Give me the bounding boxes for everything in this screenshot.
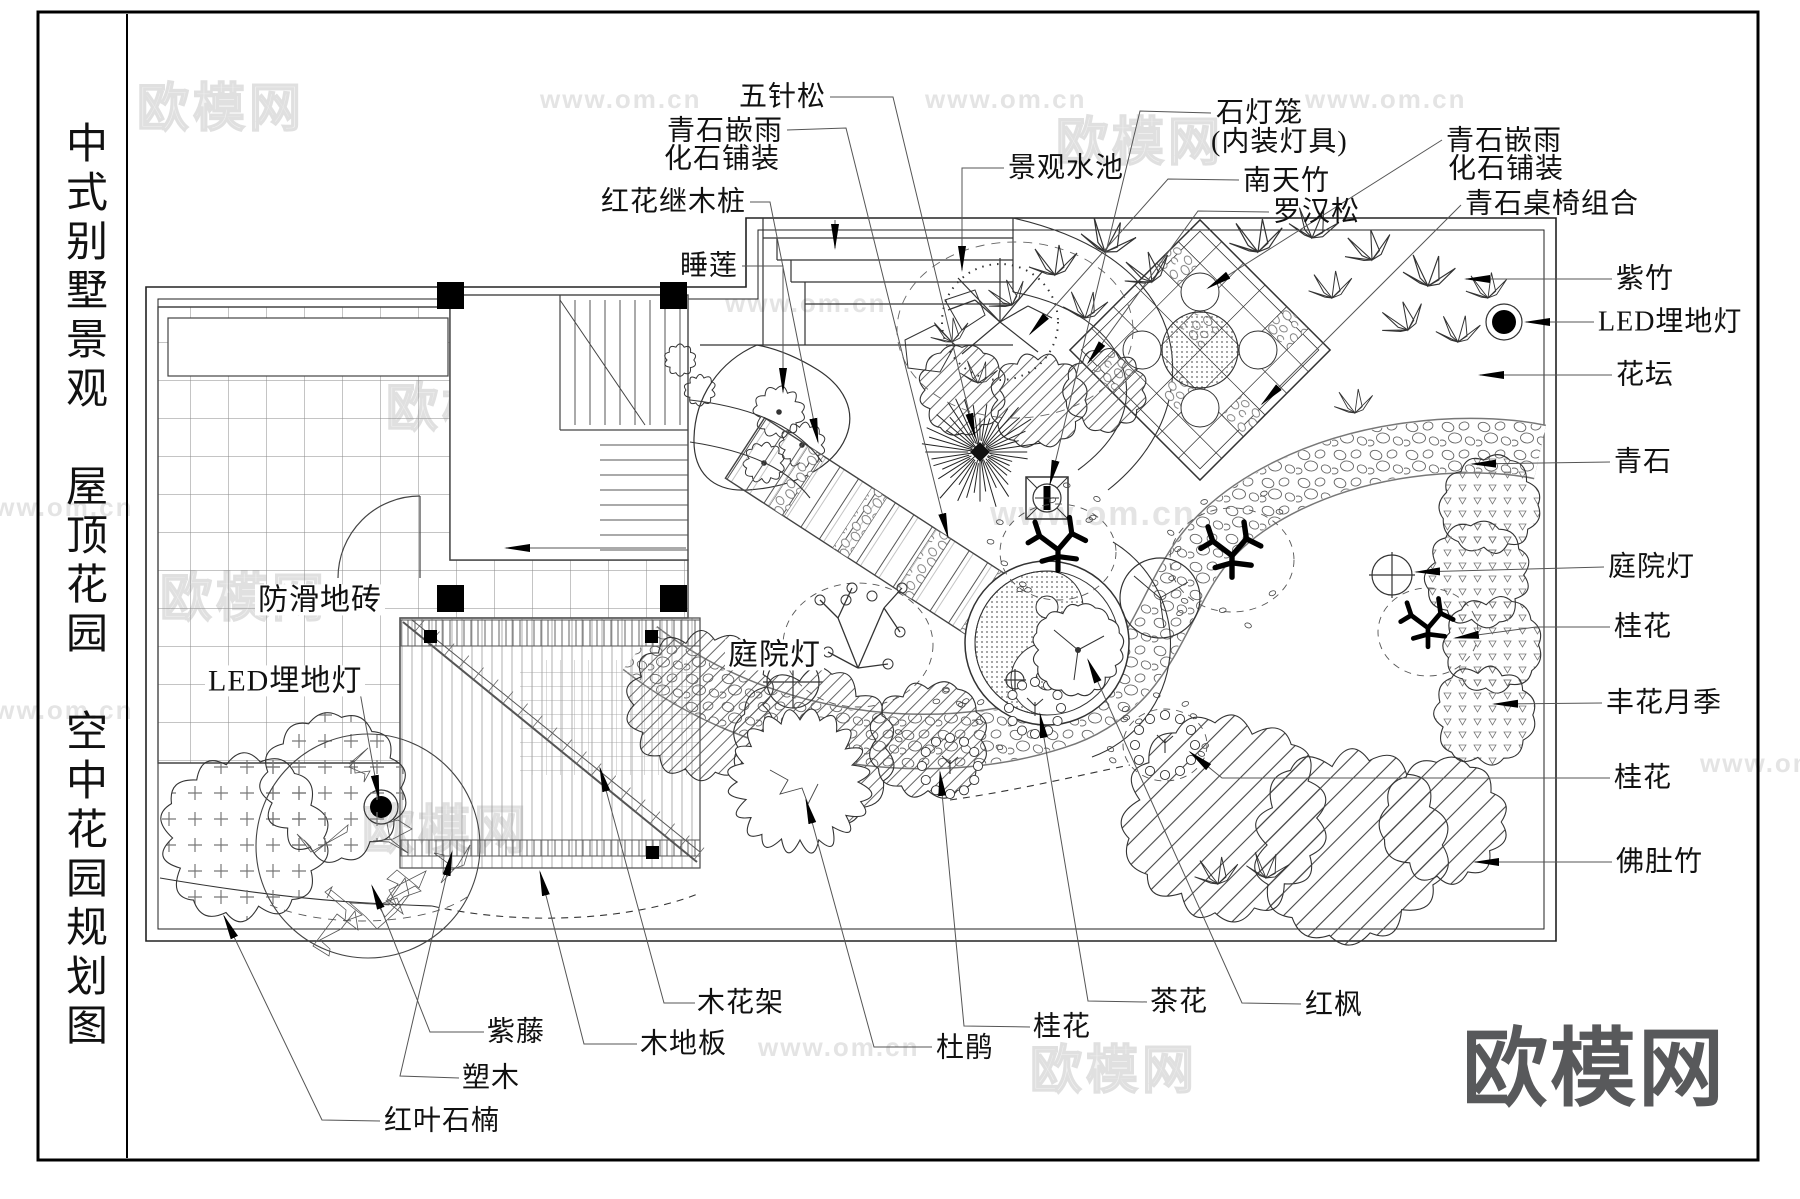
watermark-logo: 欧模网 (1055, 113, 1225, 173)
pergola-posts (424, 630, 659, 859)
misc-details (664, 343, 716, 407)
watermark-url: www.om.cn (0, 695, 134, 725)
stone-table (1161, 311, 1239, 389)
stone-lantern (1025, 476, 1069, 520)
staircase (574, 300, 688, 551)
watermark-logo: 欧模网 (136, 79, 306, 139)
leader-lines (223, 96, 1612, 1122)
watermark-url: www.om.cn (1700, 748, 1800, 778)
watermark-logo: 欧模网 (1029, 1041, 1199, 1101)
watermark-url: www.om.cn (0, 492, 134, 522)
watermark-url: www.om.cn (1305, 84, 1467, 114)
door-swing-arc (337, 495, 421, 579)
page-border (36, 10, 1760, 1162)
stair-room (449, 294, 689, 561)
watermark-url: www.om.cn (925, 84, 1087, 114)
watermark-url: www.om.cn (540, 84, 702, 114)
landscape-pond (693, 217, 1174, 491)
structural-columns (437, 282, 687, 612)
pergola-brace-hatch (414, 619, 705, 860)
led-ground-light-icon (1492, 310, 1516, 334)
site-logo: 欧模网 (1462, 1021, 1726, 1117)
garden-boundary (145, 217, 1557, 942)
building-terrace (157, 282, 689, 764)
watermark-url: www.om.cn (990, 495, 1196, 533)
drawing-title-vertical: 中式别墅景观 屋顶花园 空中花园规划图 (40, 14, 128, 1158)
planter-bed (167, 317, 449, 377)
